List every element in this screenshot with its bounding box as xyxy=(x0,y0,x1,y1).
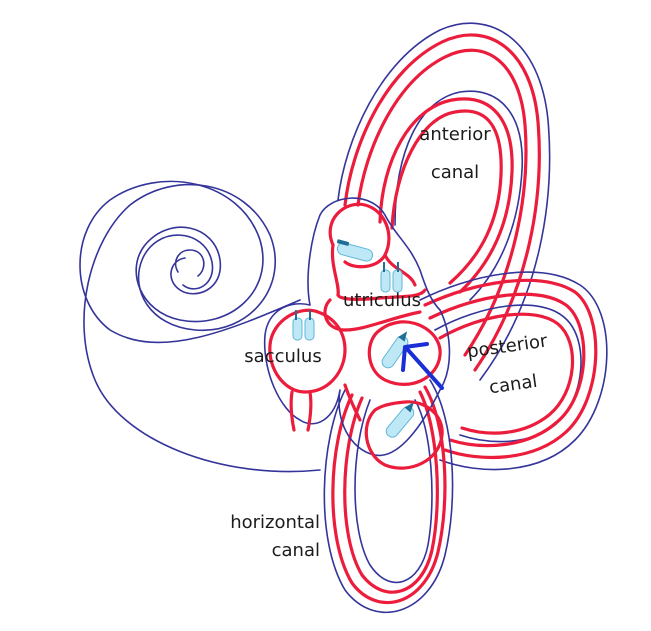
hair-cells-sacculus xyxy=(292,310,315,341)
label-utriculus: utriculus xyxy=(343,290,421,311)
posterior-canal xyxy=(419,271,608,471)
label-horizontal: horizontal xyxy=(230,512,320,533)
labels: anterior canal posterior canal utriculus… xyxy=(230,124,549,561)
label-anterior: anterior xyxy=(419,124,491,145)
horizontal-canal xyxy=(323,379,454,614)
hair-cell-horizontal xyxy=(385,402,415,438)
hair-cell-posterior xyxy=(381,331,409,369)
hair-cell-superior xyxy=(336,239,374,262)
cochlea xyxy=(79,180,321,473)
endolymph-flow-arrow xyxy=(401,342,444,390)
label-horizontal-canal: canal xyxy=(272,540,320,561)
hair-cells-utriculus xyxy=(380,262,403,293)
label-anterior-canal: canal xyxy=(431,162,479,183)
label-sacculus: sacculus xyxy=(244,346,321,367)
anterior-canal xyxy=(337,22,551,381)
label-posterior-canal: canal xyxy=(488,371,539,399)
hair-cells xyxy=(292,239,415,438)
vestibule xyxy=(263,197,451,470)
